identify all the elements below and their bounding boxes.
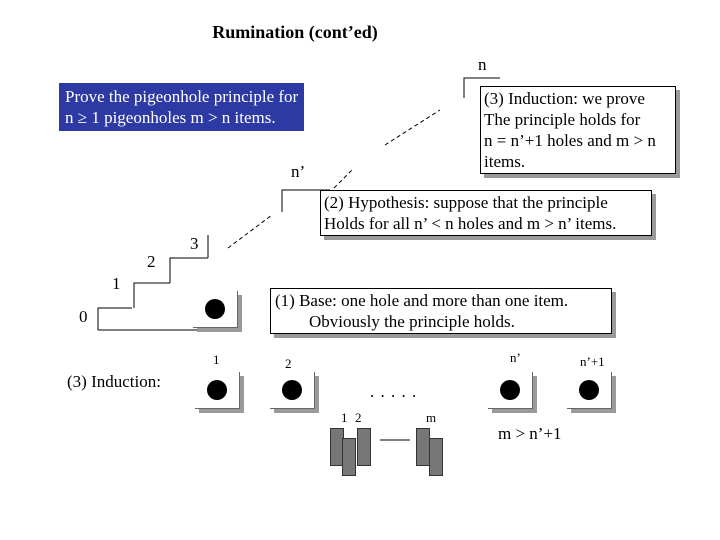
dashed-leader-1: [227, 214, 273, 249]
ellipsis-dots: . . . . .: [370, 382, 418, 401]
hole-2: [270, 372, 315, 409]
hole-nprime-plus-1: [567, 372, 612, 409]
conclusion-text: m > n’+1: [498, 424, 562, 443]
item-card: [416, 428, 430, 466]
hole-label-2: 2: [285, 356, 292, 371]
step-label-n: n: [478, 55, 487, 74]
ball-icon: [500, 380, 520, 400]
item-card: [342, 438, 356, 476]
hole-label-nprime-plus-1: n’+1: [580, 354, 605, 369]
hypothesis-box: (2) Hypothesis: suppose that the princip…: [320, 190, 652, 236]
hypothesis-line-2: Holds for all n’ < n holes and m > n’ it…: [324, 214, 617, 233]
induction-line-2: The principle holds for: [484, 110, 641, 129]
hole-label-nprime: n’: [510, 350, 521, 365]
item-card: [357, 428, 371, 466]
ball-icon: [207, 380, 227, 400]
induction-line-4: items.: [484, 152, 526, 171]
step-0: [97, 307, 132, 330]
slide-title: Rumination (cont’ed): [212, 22, 378, 42]
dashed-leader-2: [333, 169, 353, 189]
base-box: (1) Base: one hole and more than one ite…: [270, 288, 612, 334]
hypothesis-line-1: (2) Hypothesis: suppose that the princip…: [324, 193, 608, 212]
prove-line-1: Prove the pigeonhole principle for: [65, 87, 299, 106]
induction-line-1: (3) Induction: we prove: [484, 89, 645, 108]
step-label-nprime: n’: [291, 162, 306, 181]
dashed-leader-3: [384, 109, 441, 146]
base-hole: [193, 291, 238, 328]
hole-label-1: 1: [213, 352, 220, 367]
step-2-riser: [169, 257, 208, 283]
base-line-1: (1) Base: one hole and more than one ite…: [275, 291, 569, 310]
step-nprime: [281, 189, 330, 212]
hole-1: [195, 372, 240, 409]
prove-statement-box: Prove the pigeonhole principle for n ≥ 1…: [59, 83, 305, 131]
induction-line-3: n = n’+1 holes and m > n: [484, 131, 656, 150]
base-line-2: Obviously the principle holds.: [309, 312, 515, 331]
step-n: [463, 77, 500, 98]
item-card: [429, 438, 443, 476]
step-label-1: 1: [112, 274, 121, 293]
step-label-2: 2: [147, 252, 156, 271]
induction-box: (3) Induction: we prove The principle ho…: [480, 86, 676, 174]
ball-icon: [579, 380, 599, 400]
item-label-m: m: [426, 410, 437, 425]
ball-icon: [282, 380, 302, 400]
prove-line-2: n ≥ 1 pigeonholes m > n items.: [65, 108, 276, 127]
hole-nprime: [488, 372, 533, 409]
item-label-2: 2: [355, 410, 362, 425]
step-1-riser: [133, 282, 170, 308]
step-label-3: 3: [190, 234, 199, 253]
item-label-1: 1: [341, 410, 348, 425]
ball-icon: [205, 299, 225, 319]
induction-label: (3) Induction:: [67, 372, 161, 391]
step-label-0: 0: [79, 307, 88, 326]
